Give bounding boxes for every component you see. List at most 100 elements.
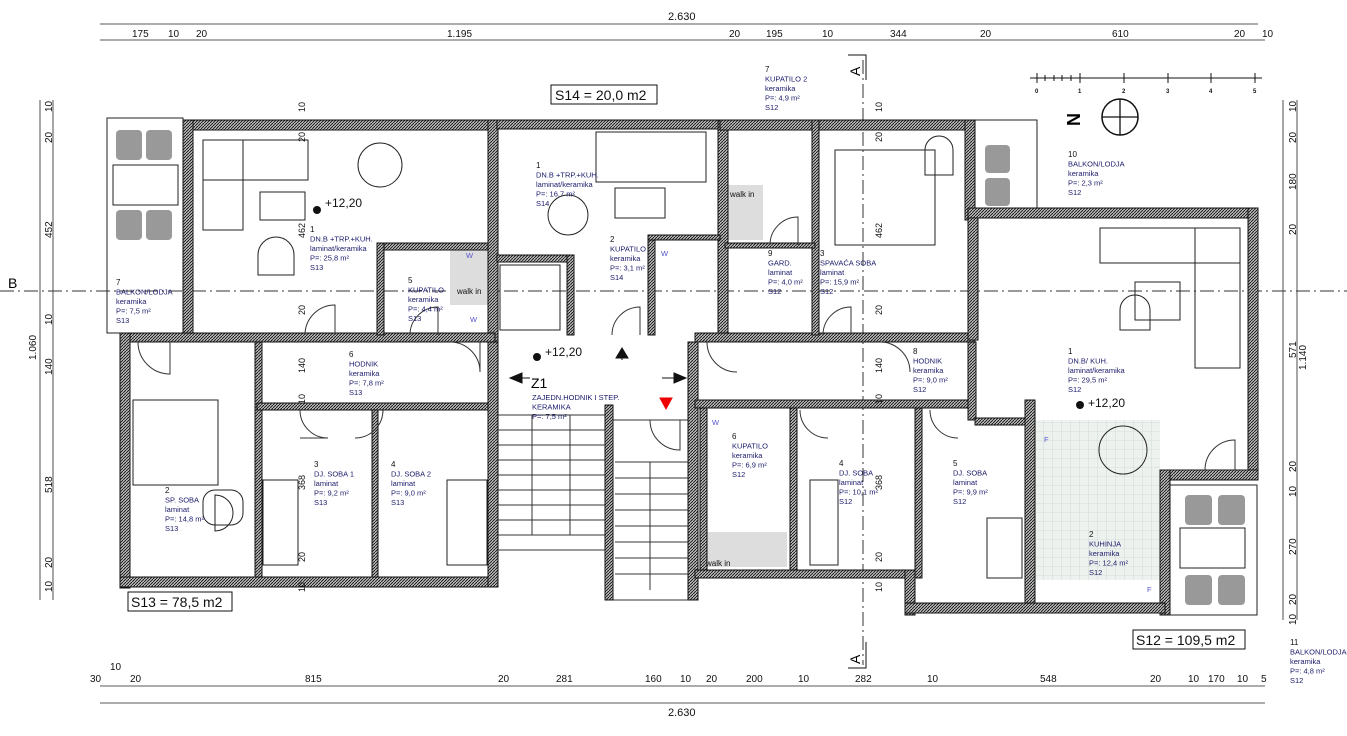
kitchen-tiles — [1035, 420, 1160, 580]
dim-bottom: 10 — [798, 674, 810, 685]
room-label: DN.B/ KUH. — [1068, 357, 1108, 366]
room-label: keramika — [349, 369, 380, 378]
dim-left: 10 — [44, 100, 55, 112]
dim-inner-right: 140 — [874, 358, 884, 373]
section-marker-a-top — [848, 54, 867, 80]
dim-left: 10 — [44, 313, 55, 325]
room-label: P=: 25,8 m² — [310, 254, 349, 263]
fridge-label: F — [1044, 435, 1049, 444]
dim-right: 10 — [1288, 100, 1299, 112]
room-label: S12 — [768, 287, 781, 296]
room-label: 3 — [314, 460, 319, 469]
room-label: 10 — [1068, 150, 1077, 159]
dim-inner-right: 20 — [874, 552, 884, 562]
section-label-a-bottom: A — [847, 654, 863, 664]
walkin-shower — [727, 185, 763, 240]
room-label: laminat/keramika — [1068, 366, 1126, 375]
room-label: 7 — [765, 65, 770, 74]
section-marker-a-bottom — [848, 642, 867, 669]
balcony-chairs — [116, 130, 1245, 605]
dim-bottom: 10 — [1237, 674, 1249, 685]
dim-bottom: 10 — [927, 674, 939, 685]
unit-area-s13: S13 = 78,5 m2 — [131, 594, 223, 610]
room-label: DJ. SOBA — [953, 469, 987, 478]
dim-bottom: 10 — [110, 662, 122, 673]
walkin-shower — [450, 250, 488, 305]
room-label: GARD. — [768, 259, 792, 268]
dim-bottom: 20 — [706, 674, 718, 685]
dim-bottom: 548 — [1040, 674, 1057, 685]
room-label: S12 — [732, 470, 745, 479]
room-label: P=: 4,0 m² — [768, 278, 803, 287]
walkin-shower — [702, 532, 787, 567]
room-label: P=: 15,9 m² — [820, 278, 859, 287]
dim-right: 270 — [1288, 538, 1299, 555]
dim-top: 10 — [822, 29, 834, 40]
dim-top: 344 — [890, 29, 907, 40]
door-swings — [137, 216, 1236, 471]
room-label: HODNIK — [913, 357, 942, 366]
room-label: S12 — [1089, 568, 1102, 577]
dim-left: 140 — [44, 358, 55, 375]
room-label: 9 — [768, 249, 773, 258]
dim-bottom: 10 — [1188, 674, 1200, 685]
room-label: laminat/keramika — [536, 180, 594, 189]
elevation-label: +12,20 — [545, 345, 582, 359]
dim-bottom: 281 — [556, 674, 573, 685]
dimension-lines — [39, 23, 1298, 704]
room-label: 11 — [1290, 638, 1299, 647]
dim-top: 20 — [1234, 29, 1246, 40]
room-label: BALKON/LODJA — [1290, 648, 1347, 657]
room-label: S13 — [391, 498, 404, 507]
room-label: P=: 2,3 m² — [1068, 179, 1103, 188]
dim-bottom: 10 — [680, 674, 692, 685]
room-label: S12 — [1290, 676, 1303, 685]
room-label: P=: 9,2 m² — [314, 489, 349, 498]
dim-right: 20 — [1288, 593, 1299, 605]
dim-top: 175 — [132, 29, 149, 40]
room-label: DN.B +TRP.+KUH. — [536, 171, 599, 180]
room-label: S13 — [310, 263, 323, 272]
unit-area-s12: S12 = 109,5 m2 — [1136, 632, 1235, 648]
room-label: keramika — [1089, 549, 1120, 558]
dim-bottom: 20 — [498, 674, 510, 685]
staircase — [498, 414, 688, 590]
room-label: P=: 4,8 m² — [1290, 667, 1325, 676]
room-label: S12 — [839, 497, 852, 506]
room-label: P=: 7,8 m² — [349, 379, 384, 388]
section-label-a-top: A — [847, 66, 863, 76]
room-label: 4 — [391, 460, 396, 469]
dim-bottom: 282 — [855, 674, 872, 685]
room-label: 1 — [1068, 347, 1073, 356]
room-label: S12 — [820, 287, 833, 296]
dim-bottom: 815 — [305, 674, 322, 685]
north-arrow-cross — [1102, 99, 1138, 135]
room-label: KUPATILO — [610, 245, 646, 254]
room-label: 2 — [165, 486, 170, 495]
room-label: P=: 16,7 m² — [536, 190, 575, 199]
dim-inner-right: 10 — [874, 394, 884, 404]
furniture — [112, 131, 1246, 579]
unit-area-s14: S14 = 20,0 m2 — [555, 87, 647, 103]
room-label: S12 — [1068, 188, 1081, 197]
walk-in-label: walk in — [729, 190, 754, 199]
walk-in-label: walk in — [456, 287, 481, 296]
room-label: keramika — [732, 451, 763, 460]
room-label: 5 — [953, 459, 958, 468]
room-label: 3 — [820, 249, 825, 258]
elevation-label: +12,20 — [325, 196, 362, 210]
dim-inner-left: 462 — [297, 223, 307, 238]
washer-label: W — [712, 418, 720, 427]
washer-label: W — [661, 249, 669, 258]
dim-top: 1.195 — [447, 29, 472, 40]
dim-inner-left: 20 — [297, 305, 307, 315]
dim-inner-left: 20 — [297, 132, 307, 142]
room-label: laminat — [391, 479, 416, 488]
fridge-label: F — [1147, 585, 1152, 594]
room-label: keramika — [610, 254, 641, 263]
dim-left: 10 — [44, 580, 55, 592]
dim-inner-left: 10 — [297, 582, 307, 592]
elevation-markers — [313, 206, 1084, 409]
room-label: keramika — [1068, 169, 1099, 178]
